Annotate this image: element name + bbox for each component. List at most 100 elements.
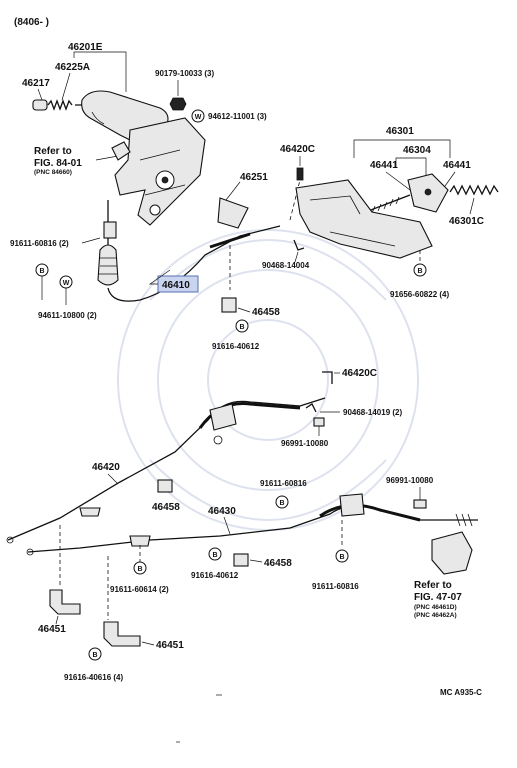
label-46251: 46251: [240, 172, 268, 183]
cable-46420-grommet: [213, 435, 223, 445]
callout-B-91611-right-text: B: [339, 554, 344, 561]
cable-boot: [97, 244, 119, 286]
footer-code: MC A935-C: [440, 688, 482, 697]
lever-pivot-pin: [161, 176, 169, 184]
label-90179: 90179-10033 (3): [155, 69, 214, 78]
ref2-line2: FIG. 47-07: [414, 592, 462, 603]
rod-clip: [103, 221, 117, 239]
cable-46430-mid-bracket: [129, 535, 151, 547]
ref2-line4: (PNC 46462A): [414, 612, 457, 619]
label-46225A: 46225A: [55, 62, 90, 73]
equalizer-pin: [424, 188, 432, 196]
label-91611-low: 91611-60614 (2): [110, 585, 169, 594]
parking-switch: [111, 141, 131, 161]
label-46301C: 46301C: [449, 216, 484, 227]
callout-B-91656-text: B: [417, 268, 422, 275]
bracket-46301: [353, 139, 451, 158]
clip-90468-14019: [305, 403, 317, 413]
leader-46441-b: [444, 171, 456, 187]
cable-46430-end-thread: [455, 513, 473, 527]
label-91616-bottom: 91616-40616 (4): [64, 673, 123, 682]
clamp-46458-top: [221, 297, 237, 313]
label-46420C-mid: 46420C: [342, 368, 377, 379]
adjust-rod-thread: [371, 196, 400, 214]
callout-B-91611-low: [133, 561, 147, 575]
ref1-line2: FIG. 84-01: [34, 158, 82, 169]
callout-B-91616-top: [235, 319, 249, 333]
cable-end-left-2: [6, 536, 14, 544]
bracket-46451-left: [49, 589, 81, 615]
callout-B-91616-top-text: B: [239, 324, 244, 331]
label-46451-right: 46451: [156, 640, 184, 651]
callout-B-91611-low-text: B: [137, 566, 142, 573]
leader-46251: [225, 181, 241, 201]
label-94612: 94612-11001 (3): [208, 112, 267, 121]
cable-46430-sleeve: [319, 503, 421, 522]
leader-46451-right: [141, 641, 155, 646]
boot-ribs: [99, 257, 117, 275]
label-96991-top: 96991-10080: [281, 439, 329, 448]
label-46420: 46420: [92, 462, 120, 473]
label-46458-mid: 46458: [152, 502, 180, 513]
leader-46225A: [61, 72, 71, 101]
leader-ref1: [95, 155, 119, 161]
callout-B-91616-bottom: [88, 647, 102, 661]
callout-B-91616-bottom-text: B: [92, 652, 97, 659]
label-46441-b: 46441: [443, 160, 471, 171]
callout-B-91616-mid: [208, 547, 222, 561]
bracket-plate-lines: [309, 195, 396, 247]
leader-46458-low: [249, 559, 263, 563]
lever-bracket: [114, 117, 206, 226]
ref2-line3: (PNC 46461D): [414, 604, 457, 611]
callout-B-91656: [413, 263, 427, 277]
ref1-line3: (PNC 84660): [34, 169, 72, 176]
callout-B-top-text: B: [39, 268, 44, 275]
label-91611-right: 91611-60816: [312, 582, 359, 591]
spring-46301C: [449, 184, 499, 196]
cable-46420-end-bracket: [79, 507, 101, 517]
label-91611-mid: 91611-60816: [260, 479, 307, 488]
leader-46451-left: [55, 615, 59, 625]
cable-46410: [107, 225, 281, 302]
grommet-96991-top: [313, 417, 325, 427]
cable-end-left-1: [26, 548, 34, 556]
callout-B-91611-mid: [275, 495, 289, 509]
leader-46430: [223, 516, 231, 535]
label-46451-left: 46451: [38, 624, 66, 635]
push-button: [32, 99, 48, 111]
label-91616-top: 91616-40612: [212, 342, 260, 351]
cable-46410-sleeve: [209, 232, 251, 249]
callout-W2-text: W: [63, 280, 70, 287]
label-46304: 46304: [403, 145, 431, 156]
header-code: (8406- ): [14, 17, 49, 28]
leader-94611: [41, 276, 67, 305]
label-46410: 46410: [162, 280, 190, 291]
leader-46441-a: [385, 171, 411, 191]
label-46458-low: 46458: [264, 558, 292, 569]
lever-bolt-hole: [149, 204, 161, 216]
ref2-line1: Refer to: [414, 580, 452, 591]
label-46430: 46430: [208, 506, 236, 517]
leader-46301C: [469, 197, 475, 215]
callout-B-91611-right: [335, 549, 349, 563]
label-46458-top: 46458: [252, 307, 280, 318]
label-46301: 46301: [386, 126, 414, 137]
leader-46458-top: [237, 307, 251, 313]
callout-W-94612: [191, 109, 205, 123]
cable-46430-clamp: [339, 493, 365, 517]
callout-W-text: W: [195, 114, 202, 121]
callout-B-91611-mid-text: B: [279, 500, 284, 507]
label-90468-14004: 90468-14004: [262, 261, 310, 270]
leader-46410: [148, 269, 171, 285]
brake-backing-part: [431, 531, 473, 575]
label-91656: 91656-60822 (4): [390, 290, 449, 299]
cover-46251: [217, 197, 249, 229]
lever-grip-line: [91, 111, 105, 125]
leader-90468-14004: [294, 251, 299, 263]
clamp-46458-low: [233, 553, 249, 567]
clip-46420C-top: [296, 167, 304, 181]
button-spring: [47, 99, 73, 111]
bracket-46304: [395, 157, 427, 180]
bracket-plate-46301: [295, 179, 433, 259]
